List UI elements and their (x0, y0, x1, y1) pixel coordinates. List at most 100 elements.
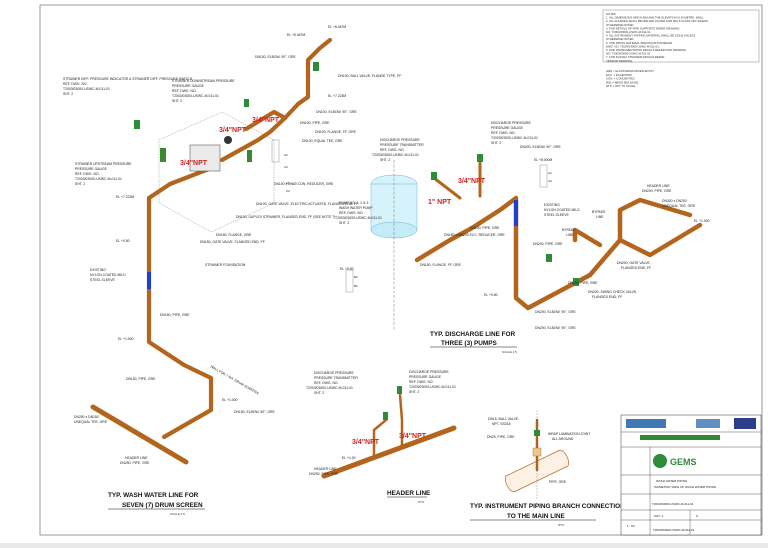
wash-foundation: STRAINER FOUNDATION (205, 263, 246, 267)
note-line: 3. FOR DETAILS OF PIPE SUPPORTS REFER DR… (606, 26, 680, 30)
wash-pipe-150: DN150, PIPE, GRE (160, 313, 190, 317)
wash-dn250b: UNEQUAL TEE, GRE (74, 420, 108, 424)
hdr-transmitter2: PRESSURE TRANSMITTER (314, 376, 358, 380)
wrap-joint (532, 447, 542, 457)
client-logo-2 (696, 419, 720, 428)
hdr-header: HEADER LINE (314, 467, 337, 471)
duplex-strainer (158, 111, 275, 233)
bypass-line (587, 222, 703, 278)
hdr-gauge: DISCHARGE PRESSURE (409, 370, 449, 374)
wash-strainer-down-sht: SHT. 2 (172, 99, 182, 103)
dis-npt-1: 1" NPT (428, 199, 452, 206)
wash-branch (243, 109, 288, 132)
wash-upstream-sht: SHT. 2 (75, 182, 85, 186)
dis-transmitter2: PRESSURE TRANSMITTER (380, 143, 424, 147)
hdr-transmitter-no: T2003/03000-USWC-M-011-01 (306, 386, 353, 390)
dis-transmitter-ref: REF. DWG. NO. (380, 148, 405, 152)
note-line: OTHERWISE NOTED. (606, 37, 634, 41)
dis-header2: DN200, PIPE, GRE (642, 189, 672, 193)
dis-el-top: EL +8.000M (534, 158, 552, 162)
transmitter-icon (431, 172, 437, 180)
hdr-gauge-sht: SHT. 2 (409, 390, 419, 394)
dis-npt-34: 3/4"NPT (458, 178, 486, 185)
dis-bypass4: LINE (566, 233, 574, 237)
wash-pipe: DN100, PIPE, GRE (300, 121, 330, 125)
wash-riser-pipe (146, 195, 214, 440)
wash-el-050: EL +0.50 (116, 239, 130, 243)
wash-title-1: TYP. WASH WATER LINE FOR (108, 492, 199, 499)
wash-el-top2: EL +6.467M (287, 33, 305, 37)
wash-water-line (90, 37, 333, 465)
hdr-transmitter-ref: REF. DWG. NO. (314, 381, 339, 385)
dwg-no-1: T2003/03000-USWC-M-011-01 (652, 502, 694, 506)
dis-pump5: SHT. 2 (339, 221, 349, 225)
wash-header-line: HEADER LINE (125, 456, 148, 460)
note-line: 2. ALL FLANGES SHALL BE DRILLED AS PER A… (606, 19, 708, 23)
dis-title-2: THREE (3) PUMPS (441, 340, 497, 347)
wash-el-top: EL +6.467M (328, 25, 346, 29)
wash-elbow-top: DN100, ELBOW, 90°, GRE (255, 55, 296, 59)
wash-el-100: EL +1.000 (222, 398, 238, 402)
hdr-gauge-ref: REF. DWG. NO. (409, 380, 434, 384)
wash-el-7223b: EL +7.223M (116, 195, 134, 199)
dis-bypass3: BYPASS (562, 228, 576, 232)
title-sheet: SHT. 1 (654, 514, 663, 518)
wash-el-7223: EL +7.223M (328, 94, 346, 98)
marker-a2 (271, 139, 280, 163)
notes-box (602, 9, 760, 63)
ins-ball: DN15, BALL VALVE, (488, 417, 519, 421)
wash-top-loop (219, 37, 333, 163)
dis-title-1: TYP. DISCHARGE LINE FOR (430, 331, 515, 338)
wash-strainer-dp-sht: SHT. 2 (63, 92, 73, 96)
hdr-npt-1: 3/4"NPT (352, 439, 380, 446)
gems-logo-icon (653, 454, 667, 468)
ball-valve-small-icon (534, 430, 540, 436)
client-name-strip (640, 435, 720, 440)
wash-npt-2: 3/4"NPT (219, 127, 247, 134)
hdr-header2: DN250, PIPE, GRE (309, 472, 339, 476)
dis-marker-a2: A2 (548, 171, 552, 175)
wash-el-neg: EL +1.000 (118, 337, 134, 341)
dis-existing2: NYLON COATED MILD (544, 208, 580, 212)
dis-pump3: REF. DWG. NO. (339, 211, 364, 215)
legend-line: CON. = CONCENTRIC (606, 77, 635, 81)
wash-npt-1: 3/4"NPT (252, 117, 280, 124)
note-line: 4. ALL INSTRUMENT TAPPING MATERIAL SHALL… (606, 34, 695, 38)
legend-line: NTS = NOT TO SCALE (606, 84, 635, 88)
dis-pipe-200: DN200, PIPE, GRE (470, 226, 500, 230)
dis-pump: PUMP NO. 1, 2 & 3 (339, 201, 368, 205)
header-branch-1 (372, 418, 388, 458)
dis-transmitter: DISCHARGE PRESSURE (380, 138, 420, 142)
header-pipe (321, 425, 457, 479)
dis-gauge: DISCHARGE PRESSURE (491, 121, 531, 125)
project-name: WASH WATER PIPING (656, 479, 688, 483)
dis-existing3: STEEL SLEEVE (544, 213, 569, 217)
wash-flange: DN100, FLANGE, FF, GRE (315, 130, 357, 134)
wash-upstream2: PRESSURE GAUGE (75, 167, 108, 171)
note-line: NO. T2003/03000-USWC-M-011-01. (606, 30, 651, 34)
wash-gate-valve2: DN150, GATE VALVE, FLANGED END, FF (200, 240, 265, 244)
dis-flange: DN150, FLANGE, FF, GRE (420, 263, 462, 267)
discharge-branch-1 (432, 176, 462, 200)
ins-ball2: NPT, SS316 (492, 422, 511, 426)
client-logo (626, 419, 666, 428)
dis-gauge-no: T2003/03000-USWC-M-011-01 (491, 136, 538, 140)
title-rev: 0 (696, 514, 698, 518)
wash-title-2: SEVEN (7) DRUM SCREEN (122, 502, 203, 509)
wash-header-pipe (90, 404, 189, 465)
note-line: NOTES: (606, 12, 617, 16)
check-valve-icon (573, 278, 579, 286)
dis-gauge2: PRESSURE GAUGE (491, 126, 524, 130)
ins-scale: NTS (558, 523, 564, 527)
dis-gauge-ref: REF. DWG. NO. (491, 131, 516, 135)
dis-pipe-dn200: DN200, PIPE, GRE (533, 242, 563, 246)
dis-transmitter-no: T2003/03000-USWC-M-011-01 (372, 153, 419, 157)
dis-scale: SCALE 1:5 (502, 350, 517, 354)
dis-pump2: WASH WATER PUMP (339, 206, 373, 210)
wash-flange-gre: DN150, FLANGE, GRE (216, 233, 252, 237)
wash-upper-pipe (146, 164, 217, 201)
wash-elbow-150: DN150, ELBOW, 90°, GRE (234, 410, 275, 414)
wash-strainer-dp: STRAINER DIFF. PRESSURE INDICATOR & STRA… (63, 77, 193, 81)
